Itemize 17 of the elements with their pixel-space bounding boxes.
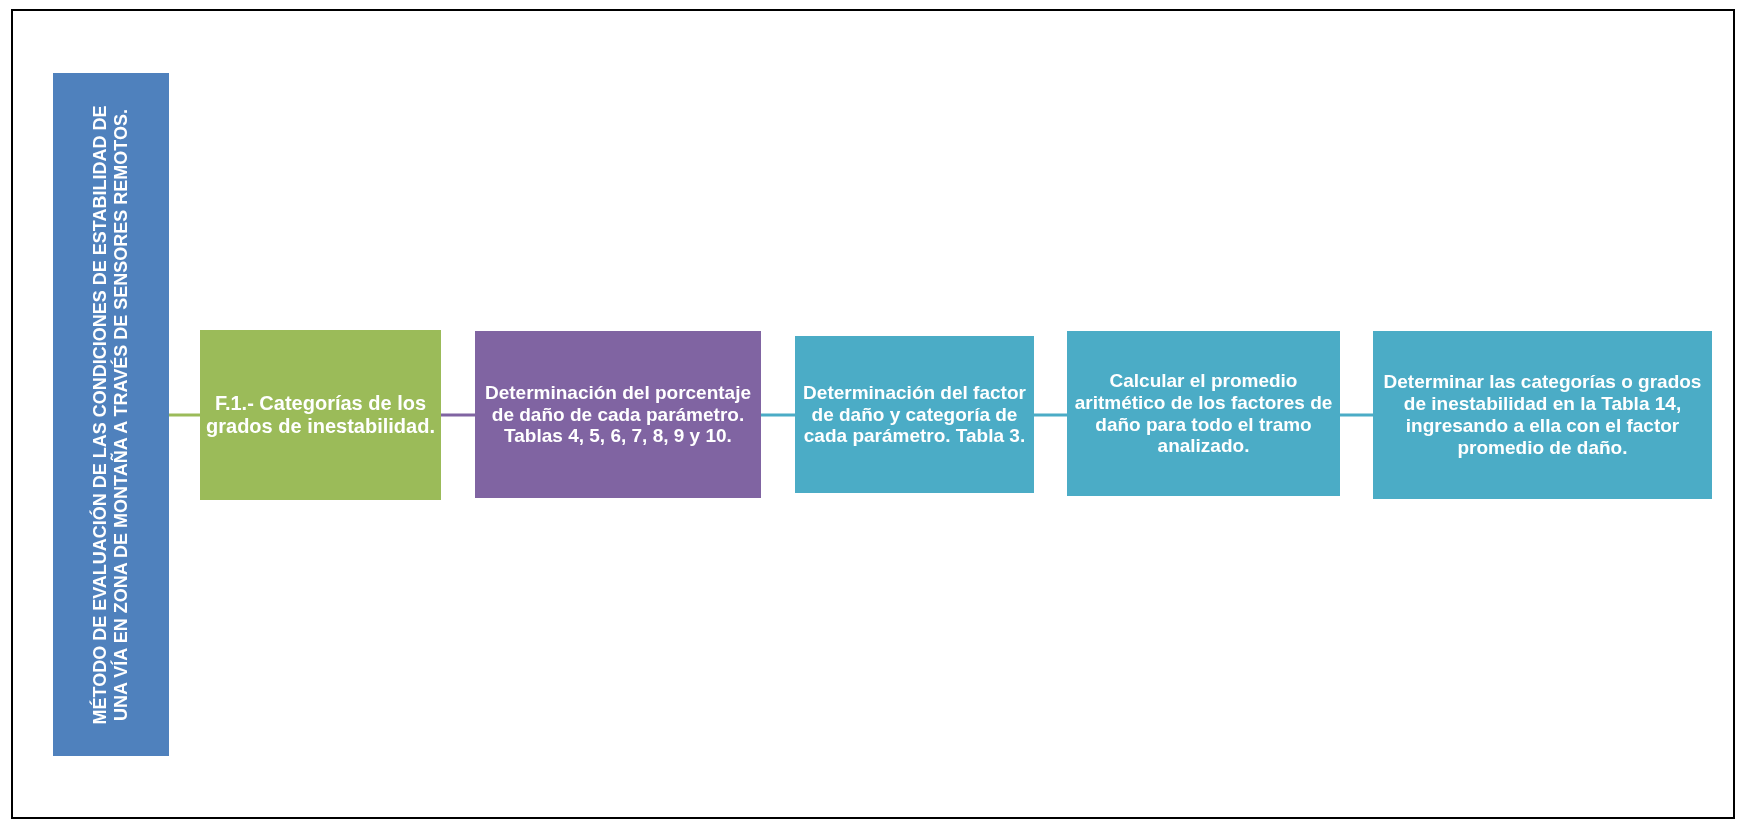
- step-text: F.1.- Categorías de los grados de inestabilidad.: [205, 392, 436, 438]
- step-text: Calcular el promedio aritmético de los factores de daño para todo el tramo analizado.: [1073, 369, 1334, 458]
- step-text: Determinar las categorías o grados de inestabilidad en la Tabla 14, ingresando a ella con el factor promedio de daño.: [1382, 371, 1703, 459]
- step-text: Determinación del porcentaje de daño de cada parámetro. Tablas 4, 5, 6, 7, 8, 9 y 10.: [483, 381, 753, 448]
- step-text: Determinación del factor de daño y categoría de cada parámetro. Tabla 3.: [802, 381, 1027, 448]
- connector-line: [169, 413, 200, 417]
- connector-line: [1340, 413, 1373, 417]
- process-box: [1067, 331, 1340, 496]
- connector-line: [761, 413, 795, 417]
- title-band: [53, 73, 169, 756]
- process-box: [200, 330, 441, 500]
- connector-line: [1034, 413, 1067, 417]
- process-box: [795, 336, 1034, 493]
- connector-line: [441, 413, 475, 417]
- process-box: [475, 331, 761, 498]
- process-box: [1373, 331, 1712, 499]
- vertical-title: MÉTODO DE EVALUACIÓN DE LAS CONDICIONES DE ESTABILIDAD DE UNA VÍA EN ZONA DE MONTAÑA A TRAVÉS DE SENSORES REMOTOS.: [90, 104, 132, 727]
